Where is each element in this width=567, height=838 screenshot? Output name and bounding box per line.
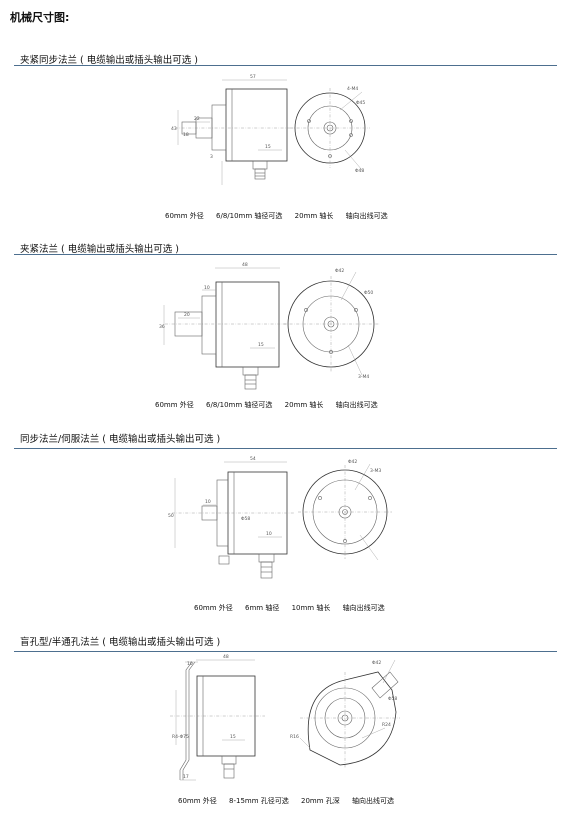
drawing-sync-servo-flange: 54 10 50 Φ58 10: [168, 456, 392, 579]
side-view: 54 10 50 Φ58 10: [168, 456, 295, 579]
caption-shaft-diameter: 6/8/10mm 轴径可选: [216, 212, 283, 220]
section-caption: 60mm 外径 8-15mm 孔径可选 20mm 孔深 轴向出线可选: [178, 796, 404, 806]
dim-body: Φ58: [241, 516, 250, 522]
dim-holes: 3-M4: [358, 374, 369, 380]
section-divider: [14, 651, 557, 652]
dim-diameter: 36: [159, 324, 165, 330]
caption-cable-exit: 轴向出线可选: [352, 797, 395, 805]
dim-step: 18: [183, 132, 189, 138]
caption-cable-exit: 轴向出线可选: [345, 212, 388, 220]
front-view: R16 Φ42 Φ58 R24: [290, 659, 400, 768]
dim-length: 48: [223, 654, 229, 660]
dim-r24: R24: [382, 722, 391, 728]
section-caption: 60mm 外径 6mm 轴径 10mm 轴长 轴向出线可选: [194, 603, 395, 613]
dim-pcd: Φ42: [372, 660, 381, 666]
drawing-clamp-flange: 48 10 20 36 15: [159, 262, 380, 390]
dim-connector: 10: [266, 531, 272, 537]
dim-pcd: Φ45: [356, 100, 365, 106]
caption-outer-diameter: 60mm 外径: [165, 212, 204, 220]
dim-shaft: 10: [205, 499, 211, 505]
dim-outer: Φ48: [355, 168, 364, 174]
section-divider: [14, 65, 557, 66]
front-view: 4-M4 Φ45 Φ48: [290, 86, 370, 174]
dim-shaft: 20: [184, 312, 190, 318]
dim-flange: 10: [187, 661, 193, 667]
dim-length: 48: [242, 262, 248, 268]
section-title: 同步法兰/伺服法兰 ( 电缆输出或插头输出可选 ): [20, 434, 221, 445]
dim-r16: R16: [290, 734, 299, 740]
caption-shaft-length: 20mm 轴长: [284, 401, 324, 409]
section-divider: [14, 254, 557, 255]
section-caption: 60mm 外径 6/8/10mm 轴径可选 20mm 轴长 轴向出线可选: [155, 400, 388, 410]
dim-radius: R4-Φ75: [172, 734, 189, 740]
side-view: 48 10 R4-Φ75 15 17: [170, 654, 265, 781]
dim-connector: 15: [258, 342, 264, 348]
drawing-clamp-sync-flange: 57 22 43 18 3 15: [171, 74, 370, 185]
dim-shaft: 22: [194, 116, 200, 122]
caption-shaft-diameter: 6/8/10mm 轴径可选: [206, 401, 273, 409]
dim-holes: 3-M3: [370, 468, 381, 474]
section-divider: [14, 448, 557, 449]
caption-cable-exit: 轴向出线可选: [342, 604, 385, 612]
caption-hole-diameter: 8-15mm 孔径可选: [229, 797, 289, 805]
dim-connector: 15: [230, 734, 236, 740]
dim-pcd: Φ42: [335, 268, 344, 274]
dim-pcd: Φ42: [348, 459, 357, 465]
caption-outer-diameter: 60mm 外径: [194, 604, 233, 612]
dim-outer: Φ50: [364, 290, 373, 296]
dim-flange: 3: [210, 154, 213, 160]
dim-outer: Φ58: [388, 696, 397, 702]
dim-length: 54: [250, 456, 256, 462]
section-title: 夹紧法兰 ( 电缆输出或插头输出可选 ): [20, 244, 179, 255]
caption-shaft-length: 20mm 轴长: [294, 212, 334, 220]
dim-flange: 10: [204, 285, 210, 291]
side-view: 57 22 43 18 3 15: [171, 74, 295, 185]
dim-tab: 17: [183, 774, 189, 780]
section-title: 夹紧同步法兰 ( 电缆输出或插头输出可选 ): [20, 55, 198, 66]
section-caption: 60mm 外径 6/8/10mm 轴径可选 20mm 轴长 轴向出线可选: [165, 211, 398, 221]
front-view: Φ42 Φ50 3-M4: [283, 268, 380, 380]
caption-cable-exit: 轴向出线可选: [335, 401, 378, 409]
caption-hole-depth: 20mm 孔深: [301, 797, 340, 805]
caption-shaft-diameter: 6mm 轴径: [245, 604, 280, 612]
caption-outer-diameter: 60mm 外径: [178, 797, 217, 805]
section-title: 盲孔型/半通孔法兰 ( 电缆输出或插头输出可选 ): [20, 637, 221, 648]
dim-holes: 4-M4: [347, 86, 358, 92]
dim-length: 57: [250, 74, 256, 80]
front-view: Φ42 3-M3: [298, 459, 392, 561]
dim-diameter: 50: [168, 513, 174, 519]
page-title: 机械尺寸图:: [10, 11, 70, 24]
dim-connector: 15: [265, 144, 271, 150]
side-view: 48 10 20 36 15: [159, 262, 290, 390]
caption-shaft-length: 10mm 轴长: [291, 604, 331, 612]
caption-outer-diameter: 60mm 外径: [155, 401, 194, 409]
dim-diameter: 43: [171, 126, 177, 132]
